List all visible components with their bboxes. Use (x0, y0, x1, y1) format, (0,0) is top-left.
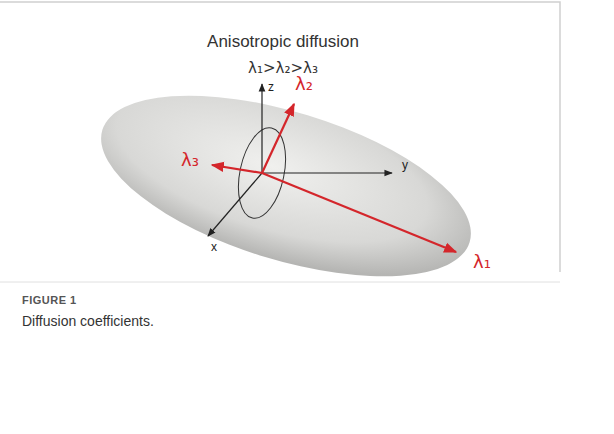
figure-title: Anisotropic diffusion (207, 33, 359, 52)
x-axis (208, 173, 262, 236)
axis-label: x (211, 241, 217, 254)
axis-label: y (402, 159, 408, 172)
figure-caption: Diffusion coefficients. (22, 314, 154, 329)
lambda1-vector (262, 173, 456, 252)
figure-number: FIGURE 1 (22, 294, 77, 306)
ellipsoid (81, 59, 491, 313)
frame-line (0, 282, 560, 283)
eigenvalue-label: λ₃ (181, 150, 199, 170)
eigenvalue-label: λ₂ (295, 74, 313, 94)
axis-label: z (268, 81, 274, 94)
eigenvalue-label: λ₁ (473, 252, 491, 272)
z-axis (261, 84, 262, 173)
y-axis (262, 172, 392, 173)
lambda2-vector (262, 104, 294, 173)
lambda3-vector (212, 165, 262, 173)
